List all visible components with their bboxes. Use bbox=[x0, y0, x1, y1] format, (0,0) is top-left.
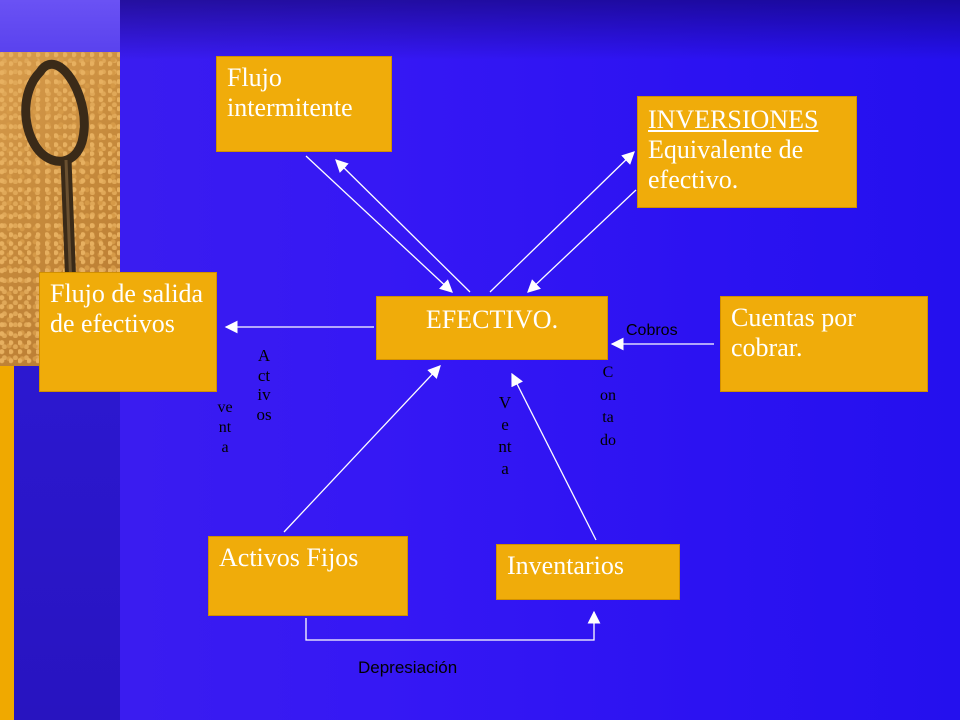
inversiones-body: Equivalente de efectivo. bbox=[648, 135, 804, 194]
arrow-activos-to-efectivo bbox=[283, 365, 441, 533]
contado-vertical-label: Contado bbox=[600, 364, 616, 449]
box-inversiones: INVERSIONES Equivalente de efectivo. bbox=[637, 96, 857, 208]
efectivo-label: EFECTIVO. bbox=[425, 305, 559, 334]
left-lower-panel bbox=[14, 366, 120, 720]
depresiacion-label: Depresiación bbox=[358, 658, 458, 677]
arrow-efectivo-to-inversiones bbox=[489, 151, 635, 293]
top-shade bbox=[120, 0, 960, 60]
venta-inventario-vertical-label: Venta bbox=[498, 393, 512, 478]
box-inventarios: Inventarios bbox=[496, 544, 680, 600]
flujo-intermitente-label: Flujo intermitente bbox=[227, 63, 353, 122]
inventarios-label: Inventarios bbox=[507, 551, 624, 580]
arrow-depreciacion bbox=[305, 610, 601, 641]
cuentas-label: Cuentas por cobrar. bbox=[731, 303, 856, 362]
activos-fijos-label: Activos Fijos bbox=[219, 543, 359, 572]
inversiones-title: INVERSIONES bbox=[648, 105, 819, 134]
box-flujo-salida: Flujo de salida de efectivos bbox=[39, 272, 217, 392]
gold-accent-bar bbox=[0, 366, 14, 720]
arrow-inventarios-to-efectivo bbox=[511, 372, 597, 541]
box-cuentas-por-cobrar: Cuentas por cobrar. bbox=[720, 296, 928, 392]
box-flujo-intermitente: Flujo intermitente bbox=[216, 56, 392, 152]
cobros-label: Cobros bbox=[626, 322, 678, 339]
arrow-inversiones-to-efectivo bbox=[527, 189, 637, 293]
activos-vertical-label: Activos bbox=[256, 346, 272, 424]
arrow-efectivo-to-intermitente bbox=[335, 159, 471, 293]
venta-activos-vertical-label: venta bbox=[217, 399, 233, 456]
flujo-salida-label: Flujo de salida de efectivos bbox=[50, 279, 204, 338]
box-activos-fijos: Activos Fijos bbox=[208, 536, 408, 616]
box-efectivo: EFECTIVO. bbox=[376, 296, 608, 360]
arrow-intermitente-to-efectivo bbox=[305, 155, 453, 293]
top-left-panel bbox=[0, 0, 120, 52]
